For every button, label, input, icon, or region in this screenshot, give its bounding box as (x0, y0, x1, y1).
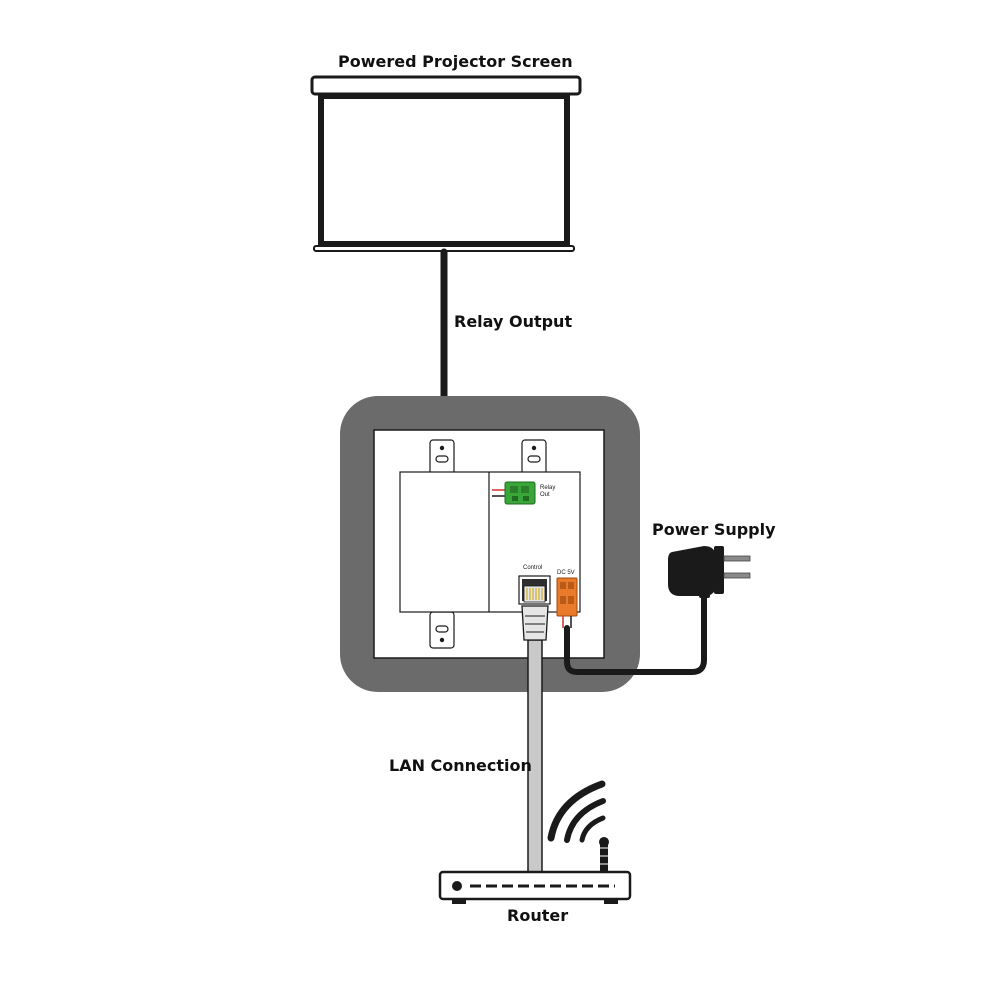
dc-power-connector (556, 577, 578, 628)
relay-output-label: Relay Output (454, 312, 573, 331)
mounting-ear-top-right (521, 439, 547, 477)
relay-port-label-line1: Relay (540, 485, 556, 491)
router-label: Router (507, 906, 569, 925)
projector-screen-label: Powered Projector Screen (338, 52, 573, 71)
dc-port-label: DC 5V (557, 570, 575, 576)
wall-plate (340, 396, 640, 692)
router (438, 837, 632, 904)
mounting-ear-top-left (429, 439, 455, 477)
lan-connection-label: LAN Connection (389, 756, 532, 775)
control-port (518, 575, 551, 605)
lan-cable (521, 605, 549, 873)
control-port-label: Control (523, 565, 543, 571)
wireless-signal-icon (547, 780, 606, 843)
projector-screen (310, 75, 582, 252)
relay-port-label-line2: Out (540, 492, 550, 498)
power-cable (564, 593, 707, 675)
relay-out-connector (492, 481, 536, 505)
power-supply-label: Power Supply (652, 520, 776, 539)
power-adapter (668, 546, 751, 598)
mounting-ear-bottom-left (429, 611, 455, 649)
